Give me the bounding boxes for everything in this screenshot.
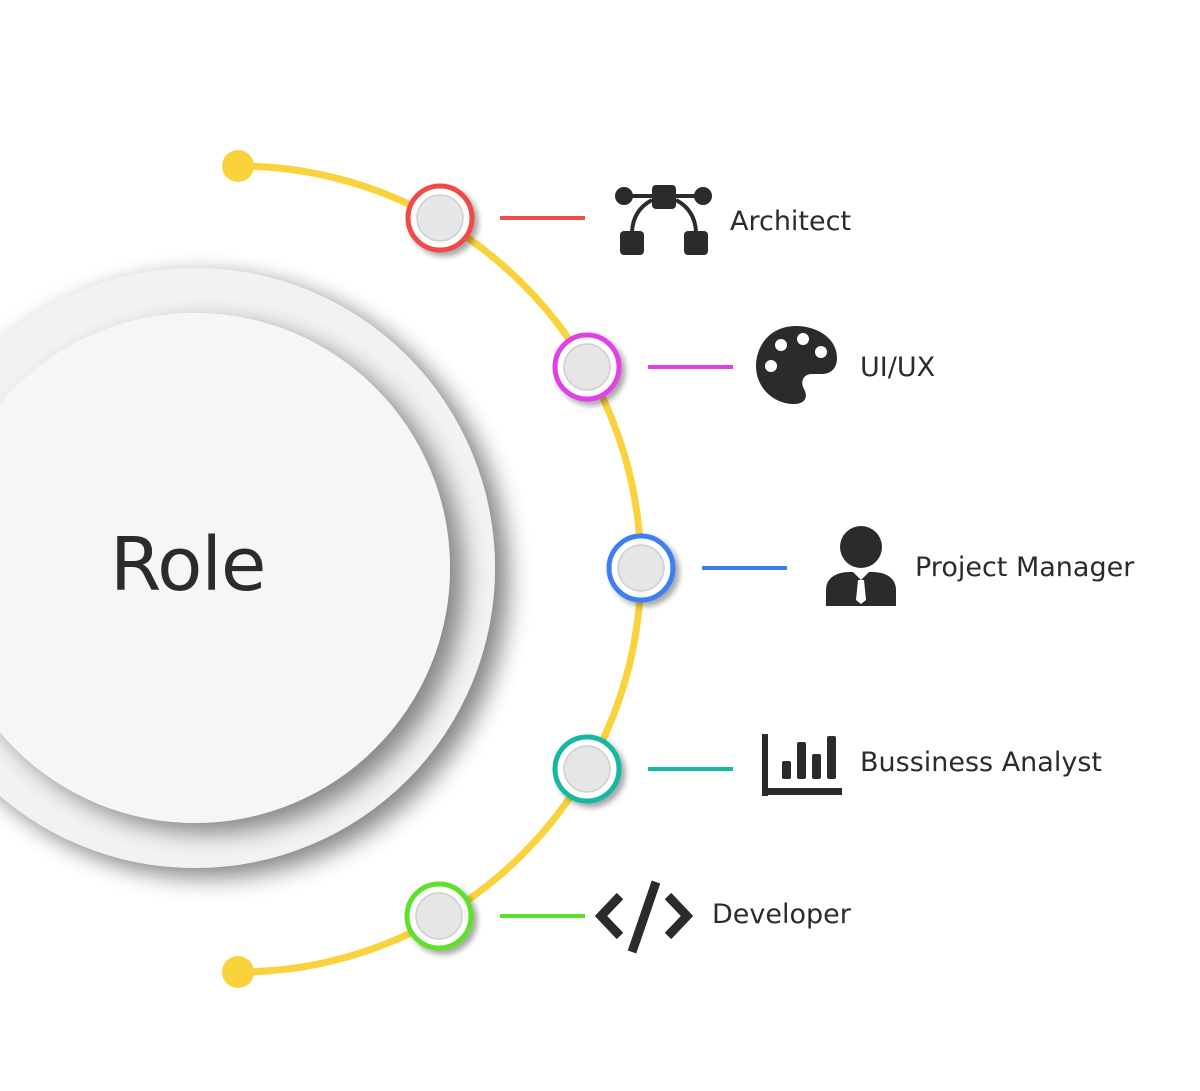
node-business-analyst — [552, 734, 622, 804]
role-label-architect: Architect — [730, 206, 852, 237]
node-project-manager — [606, 533, 676, 603]
bar-chart-icon — [762, 734, 842, 796]
user-tie-icon — [826, 526, 896, 606]
role-label-developer: Developer — [712, 899, 851, 930]
role-label-project-manager: Project Manager — [915, 552, 1135, 583]
role-label-business-analyst: Bussiness Analyst — [860, 747, 1102, 778]
node-developer — [404, 881, 474, 951]
inner-disc — [0, 313, 450, 823]
node-architect — [405, 183, 475, 253]
diagram-title: Role — [110, 522, 266, 608]
code-icon — [594, 880, 694, 954]
palette-icon — [756, 326, 837, 404]
node-uiux — [552, 332, 622, 402]
arc-start-dot — [222, 150, 254, 182]
bezier-curve-icon — [615, 185, 712, 255]
arc-end-dot — [222, 956, 254, 988]
role-label-uiux: UI/UX — [860, 352, 936, 383]
